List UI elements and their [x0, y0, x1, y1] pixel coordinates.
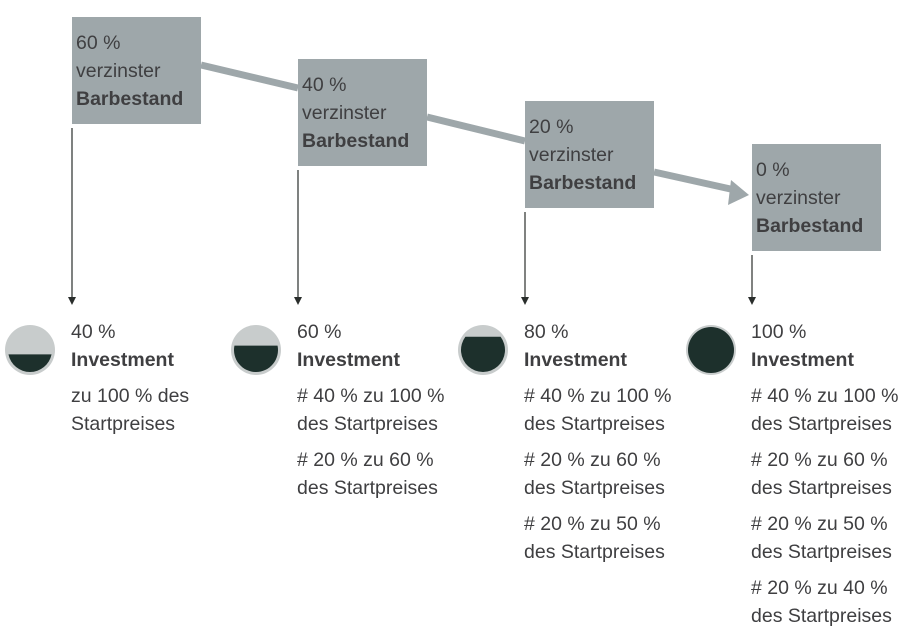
investment-gauge-fill — [688, 327, 734, 373]
cash-trend-arrowhead — [728, 180, 749, 205]
cash-title: Barbestand — [529, 172, 637, 194]
cash-percent: 40 % — [302, 74, 347, 96]
investment-percent: 80 % — [524, 321, 569, 343]
tranche-item: # 40 % zu 100 % des Startpreises — [524, 385, 672, 435]
tranche-item: zu 100 % des Startpreises — [71, 385, 190, 435]
cash-label: verzinster — [529, 144, 614, 166]
cash-box-1: 60 % verzinster Barbestand — [72, 17, 201, 124]
tranche-item: # 20 % zu 60 % des Startpreises — [524, 449, 665, 499]
cash-box-3: 20 % verzinster Barbestand — [525, 101, 654, 208]
down-arrow-head — [68, 297, 76, 305]
investment-gauge-fill — [234, 345, 278, 372]
investment-gauge-fill — [461, 336, 506, 372]
cash-trend-line — [200, 61, 736, 194]
investment-title: Investment — [524, 349, 627, 371]
cash-box-2: 40 % verzinster Barbestand — [298, 59, 427, 166]
down-arrow-head — [294, 297, 302, 305]
tranche-item: # 20 % zu 50 % des Startpreises — [524, 513, 665, 563]
down-arrow-head — [748, 297, 756, 305]
investment-block-3: 80 % Investment # 40 % zu 100 % des Star… — [524, 318, 671, 574]
investment-title: Investment — [71, 349, 174, 371]
cash-title: Barbestand — [76, 88, 184, 110]
tranche-item: # 40 % zu 100 % des Startpreises — [297, 385, 445, 435]
investment-percent: 40 % — [71, 321, 116, 343]
investment-gauge-fill — [8, 354, 52, 373]
cash-title: Barbestand — [756, 215, 864, 237]
cash-label: verzinster — [756, 187, 841, 209]
cash-percent: 20 % — [529, 116, 574, 138]
cash-label: verzinster — [302, 102, 387, 124]
cash-label: verzinster — [76, 60, 161, 82]
down-arrow-head — [521, 297, 529, 305]
investment-title: Investment — [751, 349, 854, 371]
investment-block-4: 100 % Investment # 40 % zu 100 % des Sta… — [751, 318, 898, 638]
tranche-item: # 20 % zu 50 % des Startpreises — [751, 513, 892, 563]
tranche-item: # 20 % zu 60 % des Startpreises — [297, 449, 438, 499]
tranche-item: # 20 % zu 40 % des Startpreises — [751, 577, 892, 627]
investment-block-2: 60 % Investment # 40 % zu 100 % des Star… — [297, 318, 444, 510]
cash-title: Barbestand — [302, 130, 410, 152]
investment-title: Investment — [297, 349, 400, 371]
investment-percent: 100 % — [751, 321, 807, 343]
cash-percent: 60 % — [76, 32, 121, 54]
investment-percent: 60 % — [297, 321, 342, 343]
investment-block-1: 40 % Investment zu 100 % des Startpreise… — [71, 318, 189, 446]
tranche-item: # 20 % zu 60 % des Startpreises — [751, 449, 892, 499]
cash-percent: 0 % — [756, 159, 790, 181]
cash-box-4: 0 % verzinster Barbestand — [752, 144, 881, 251]
tranche-item: # 40 % zu 100 % des Startpreises — [751, 385, 899, 435]
